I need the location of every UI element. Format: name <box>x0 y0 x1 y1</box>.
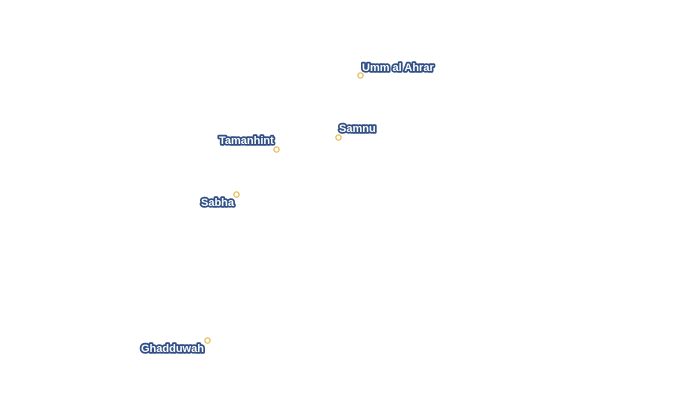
place-label: Tamanhint <box>219 135 274 147</box>
place-marker-icon <box>273 146 280 153</box>
place-marker-icon <box>204 337 211 344</box>
place-samnu[interactable]: Samnu <box>335 121 377 141</box>
place-label: Samnu <box>339 123 376 135</box>
place-marker-icon <box>233 191 240 198</box>
place-label: Ghadduwah <box>141 343 204 355</box>
place-marker-icon <box>335 134 342 141</box>
place-label: Sabha <box>201 197 235 209</box>
place-label: Umm al Ahrar <box>362 62 434 74</box>
place-ghadduwah[interactable]: Ghadduwah <box>139 337 211 357</box>
place-tamanhint[interactable]: Tamanhint <box>217 133 280 153</box>
place-marker-icon <box>357 72 364 79</box>
place-umm-al-ahrar[interactable]: Umm al Ahrar <box>357 60 436 79</box>
place-sabha[interactable]: Sabha <box>199 191 240 211</box>
